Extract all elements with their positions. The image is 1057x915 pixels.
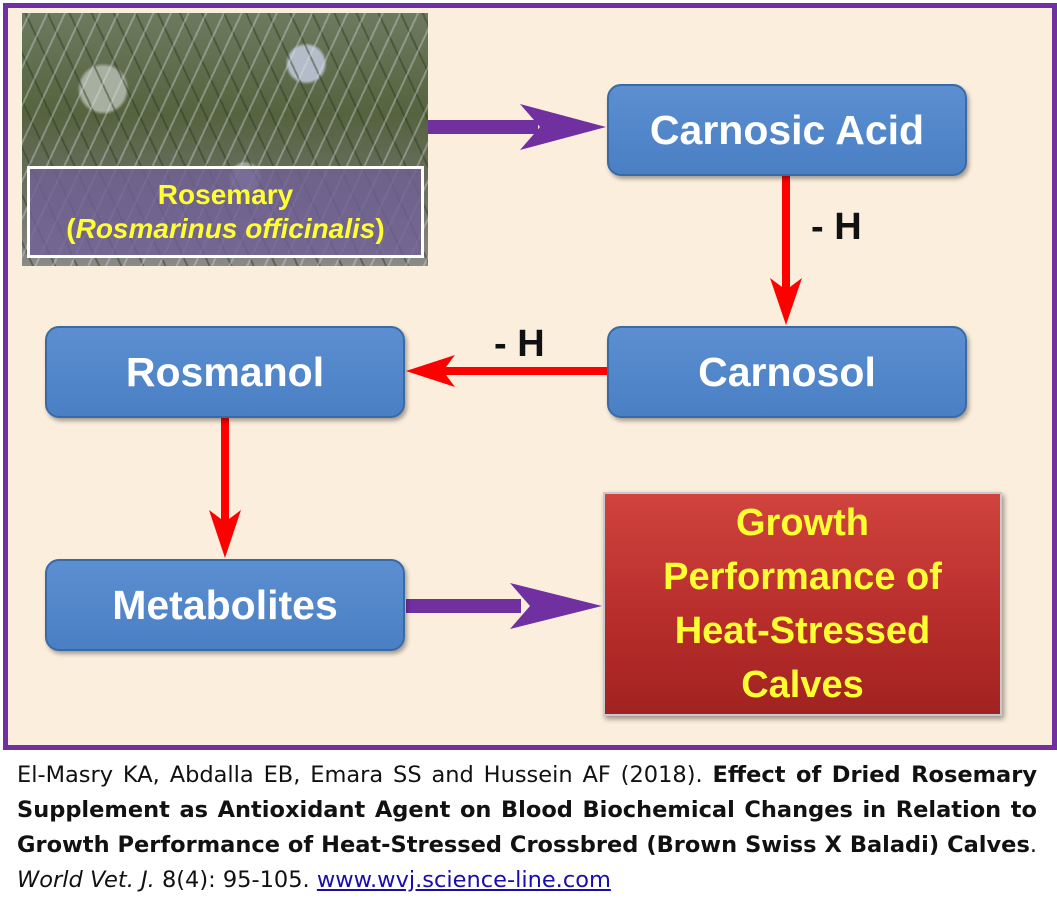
- rosemary-scientific-line: (Rosmarinus officinalis): [66, 212, 384, 246]
- edge-label-minus-h: - H: [811, 206, 862, 248]
- rosemary-label: Rosemary (Rosmarinus officinalis): [27, 166, 424, 258]
- paren-open: (: [66, 213, 76, 244]
- arrow-metabolites-to-outcome: [406, 583, 602, 629]
- citation-title: Effect of Dried Rosemary Supplement as A…: [17, 762, 1037, 858]
- edge-label-minus-h: - H: [494, 323, 545, 365]
- outcome-box: Growth Performance of Heat-Stressed Calv…: [603, 492, 1002, 716]
- citation-volume-pages: 8(4): 95-105.: [161, 867, 310, 893]
- node-label: Carnosol: [698, 348, 876, 395]
- arrow-carnosic-to-carnosol: [770, 176, 802, 325]
- arrow-rosmanol-to-metabolites: [209, 418, 241, 558]
- node-label: Rosmanol: [125, 348, 325, 395]
- arrow-photo-to-carnosic: [428, 104, 606, 150]
- node-label: Carnosic Acid: [649, 106, 925, 153]
- rosemary-common-name: Rosemary: [157, 179, 294, 210]
- citation-journal: World Vet. J.: [17, 867, 155, 893]
- rosemary-scientific-name: Rosmarinus officinalis: [75, 213, 376, 244]
- citation-url-link[interactable]: www.wvj.science-line.com: [316, 867, 611, 893]
- paren-close: ): [375, 213, 385, 244]
- diagram-arrows: [209, 104, 802, 629]
- arrow-carnosol-to-rosmanol: [406, 355, 607, 387]
- citation: El-Masry KA, Abdalla EB, Emara SS and Hu…: [17, 758, 1037, 898]
- node-carnosol: Carnosol: [607, 326, 967, 418]
- node-rosmanol: Rosmanol: [45, 326, 405, 418]
- node-label: Metabolites: [112, 581, 338, 628]
- citation-authors: El-Masry KA, Abdalla EB, Emara SS and Hu…: [17, 762, 703, 788]
- outcome-label: Growth Performance of Heat-Stressed Calv…: [663, 502, 942, 706]
- node-carnosic-acid: Carnosic Acid: [607, 84, 967, 176]
- citation-title-end: .: [1029, 832, 1037, 858]
- node-metabolites: Metabolites: [45, 559, 405, 651]
